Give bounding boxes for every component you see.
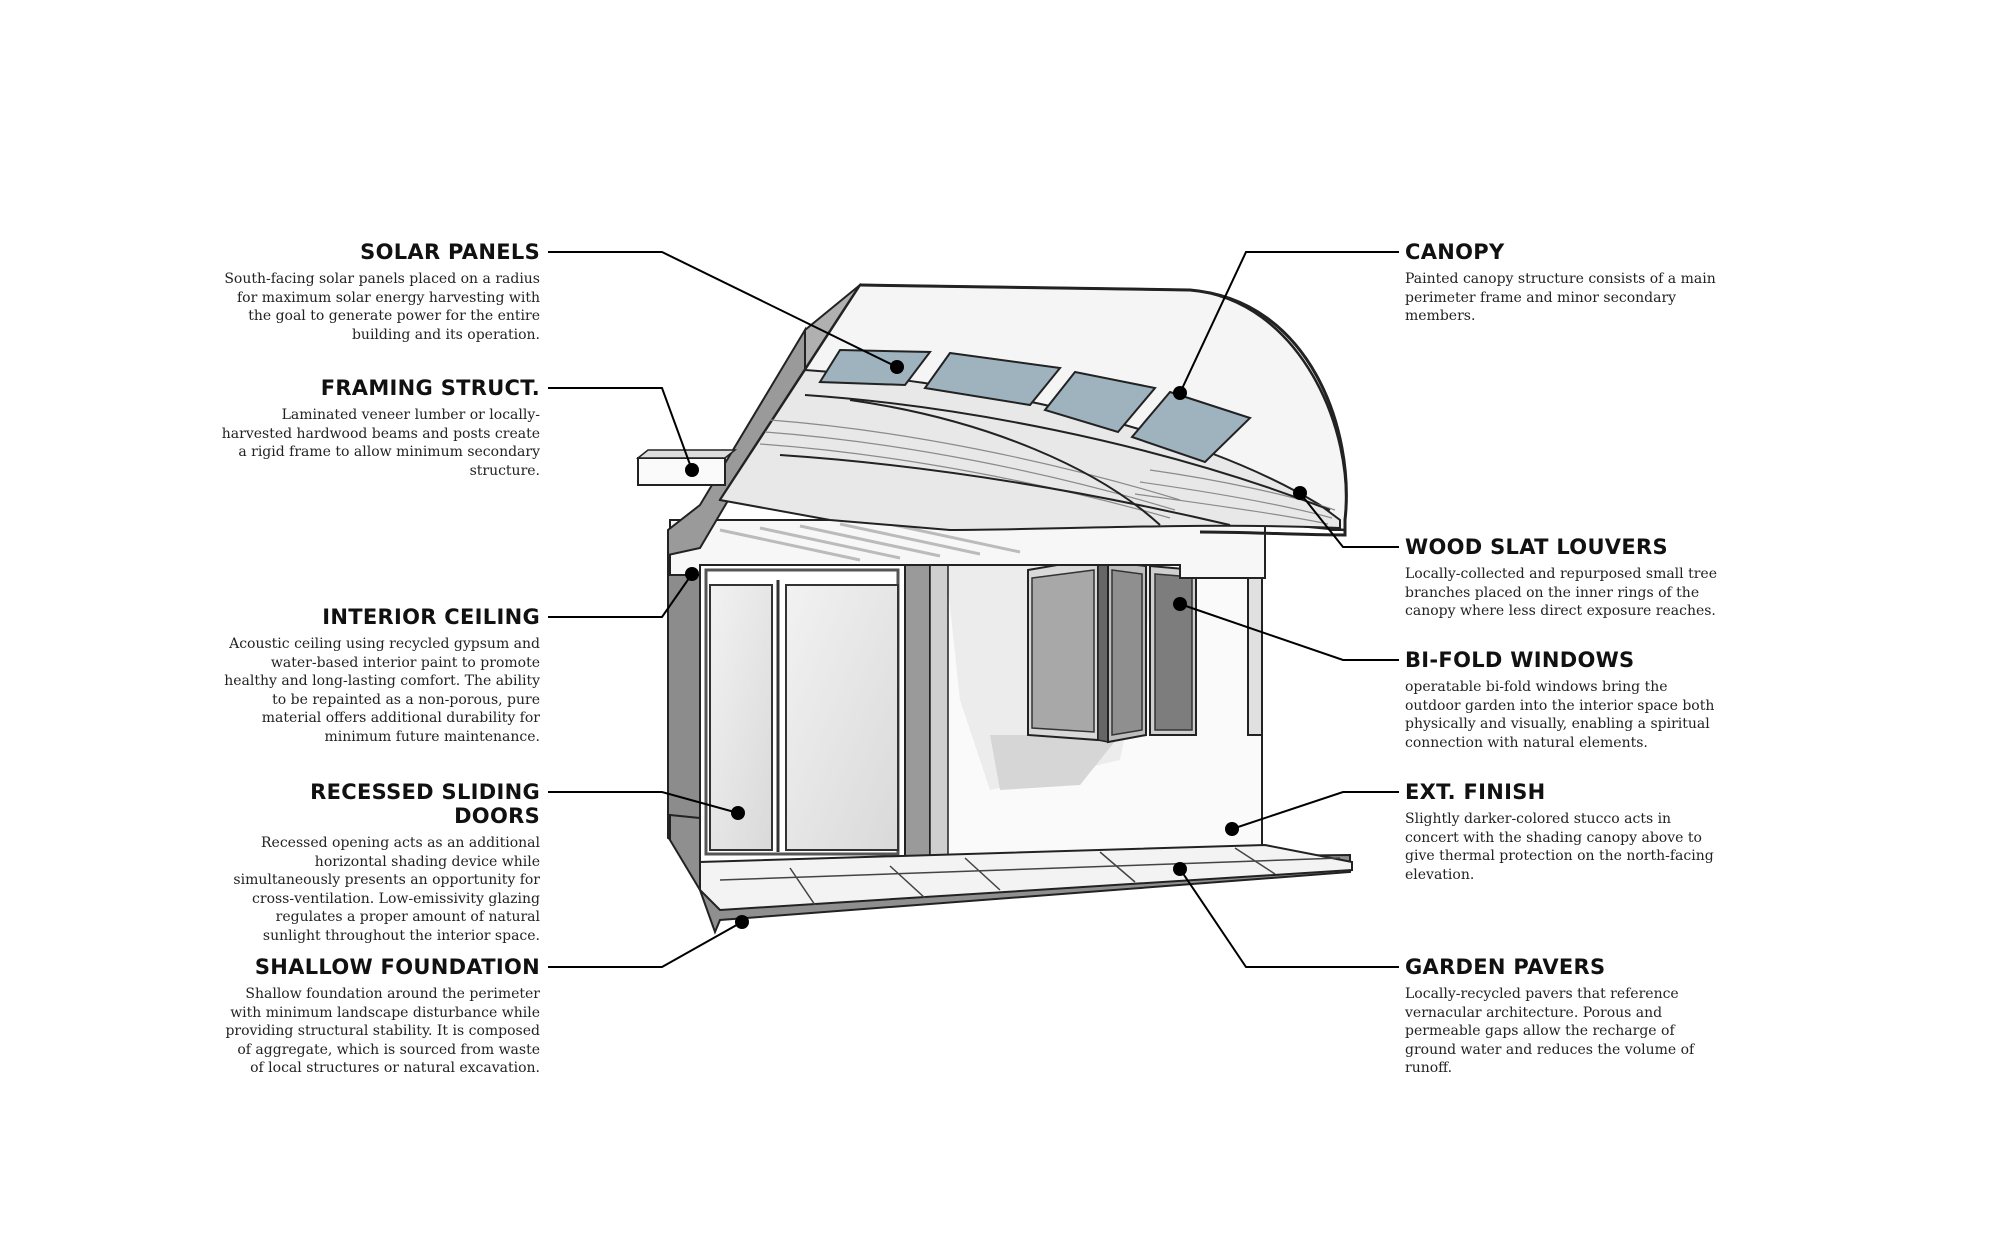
- leader-canopy: [1179, 251, 1399, 394]
- door-glass-right: [785, 584, 899, 851]
- callout-title: RECESSED SLIDING DOORS: [310, 780, 540, 828]
- callout-title: INTERIOR CEILING: [322, 605, 540, 629]
- callout-foundation: SHALLOW FOUNDATION Shallow foundation ar…: [220, 955, 540, 1078]
- callout-description: Painted canopy structure consists of a m…: [1405, 271, 1716, 324]
- bi-fold-window-group: [1027, 556, 1197, 744]
- dot-ext-finish: [1225, 822, 1239, 836]
- solar-panel-array: [818, 348, 1252, 464]
- dot-framing: [685, 463, 699, 477]
- paver-joints: [719, 847, 1341, 906]
- callout-framing: FRAMING STRUCT. Laminated veneer lumber …: [220, 376, 540, 480]
- leader-solar-panels: [548, 251, 898, 368]
- dot-foundation: [735, 915, 749, 929]
- callout-title: EXT. FINISH: [1405, 780, 1546, 804]
- sliding-door-recess: [699, 539, 949, 863]
- leader-lines: [548, 251, 1399, 968]
- callout-solar-panels: SOLAR PANELS South-facing solar panels p…: [220, 240, 540, 344]
- door-glass-left: [709, 584, 773, 851]
- callout-interior-ceiling: INTERIOR CEILING Acoustic ceiling using …: [220, 605, 540, 746]
- callout-description: Slightly darker-colored stucco acts in c…: [1405, 811, 1714, 883]
- dot-sliding-doors: [731, 806, 745, 820]
- callout-louvers: WOOD SLAT LOUVERS Locally-collected and …: [1405, 535, 1725, 621]
- callout-description: Laminated veneer lumber or locally-harve…: [221, 407, 540, 479]
- callout-title: WOOD SLAT LOUVERS: [1405, 535, 1668, 559]
- canopy-ribs: [779, 394, 1331, 526]
- callout-title: SOLAR PANELS: [360, 240, 540, 264]
- dot-louvers: [1293, 486, 1307, 500]
- callout-description: Locally-collected and repurposed small t…: [1405, 566, 1717, 619]
- framing-beam: [637, 457, 726, 486]
- leader-bifold: [1179, 603, 1399, 661]
- leader-louvers: [1299, 492, 1399, 548]
- callout-description: Locally-recycled pavers that reference v…: [1405, 986, 1695, 1076]
- leader-interior-ceiling: [548, 573, 693, 618]
- dot-solar-panels: [890, 360, 904, 374]
- ceiling-soffit: [669, 519, 1266, 579]
- building-illustration: [635, 282, 1353, 935]
- callout-sliding-doors: RECESSED SLIDING DOORS Recessed opening …: [220, 780, 540, 945]
- callout-description: Acoustic ceiling using recycled gypsum a…: [224, 636, 540, 745]
- callout-description: Shallow foundation around the perimeter …: [225, 986, 540, 1076]
- callout-description: Recessed opening acts as an additional h…: [233, 835, 540, 944]
- callout-title: GARDEN PAVERS: [1405, 955, 1606, 979]
- leader-framing: [548, 387, 693, 471]
- callout-bifold: BI-FOLD WINDOWS operatable bi-fold windo…: [1405, 648, 1725, 752]
- leader-sliding-doors: [548, 791, 739, 814]
- canopy-rim: [859, 283, 1348, 537]
- callout-ext-finish: EXT. FINISH Slightly darker-colored stuc…: [1405, 780, 1725, 884]
- garden-paver-deck: [699, 843, 1353, 912]
- callout-pavers: GARDEN PAVERS Locally-recycled pavers th…: [1405, 955, 1725, 1078]
- callout-description: South-facing solar panels placed on a ra…: [224, 271, 540, 343]
- callout-description: operatable bi-fold windows bring the out…: [1405, 679, 1715, 751]
- leader-ext-finish: [1231, 791, 1399, 830]
- callout-title: FRAMING STRUCT.: [320, 376, 540, 400]
- leader-foundation: [548, 921, 743, 968]
- callout-title: CANOPY: [1405, 240, 1505, 264]
- callout-dots: [685, 360, 1307, 929]
- dot-pavers: [1173, 862, 1187, 876]
- dot-canopy: [1173, 386, 1187, 400]
- callout-canopy: CANOPY Painted canopy structure consists…: [1405, 240, 1725, 326]
- dot-bifold: [1173, 597, 1187, 611]
- callout-title: BI-FOLD WINDOWS: [1405, 648, 1635, 672]
- dot-interior-ceiling: [685, 567, 699, 581]
- callout-title: SHALLOW FOUNDATION: [254, 955, 540, 979]
- leader-pavers: [1179, 868, 1399, 968]
